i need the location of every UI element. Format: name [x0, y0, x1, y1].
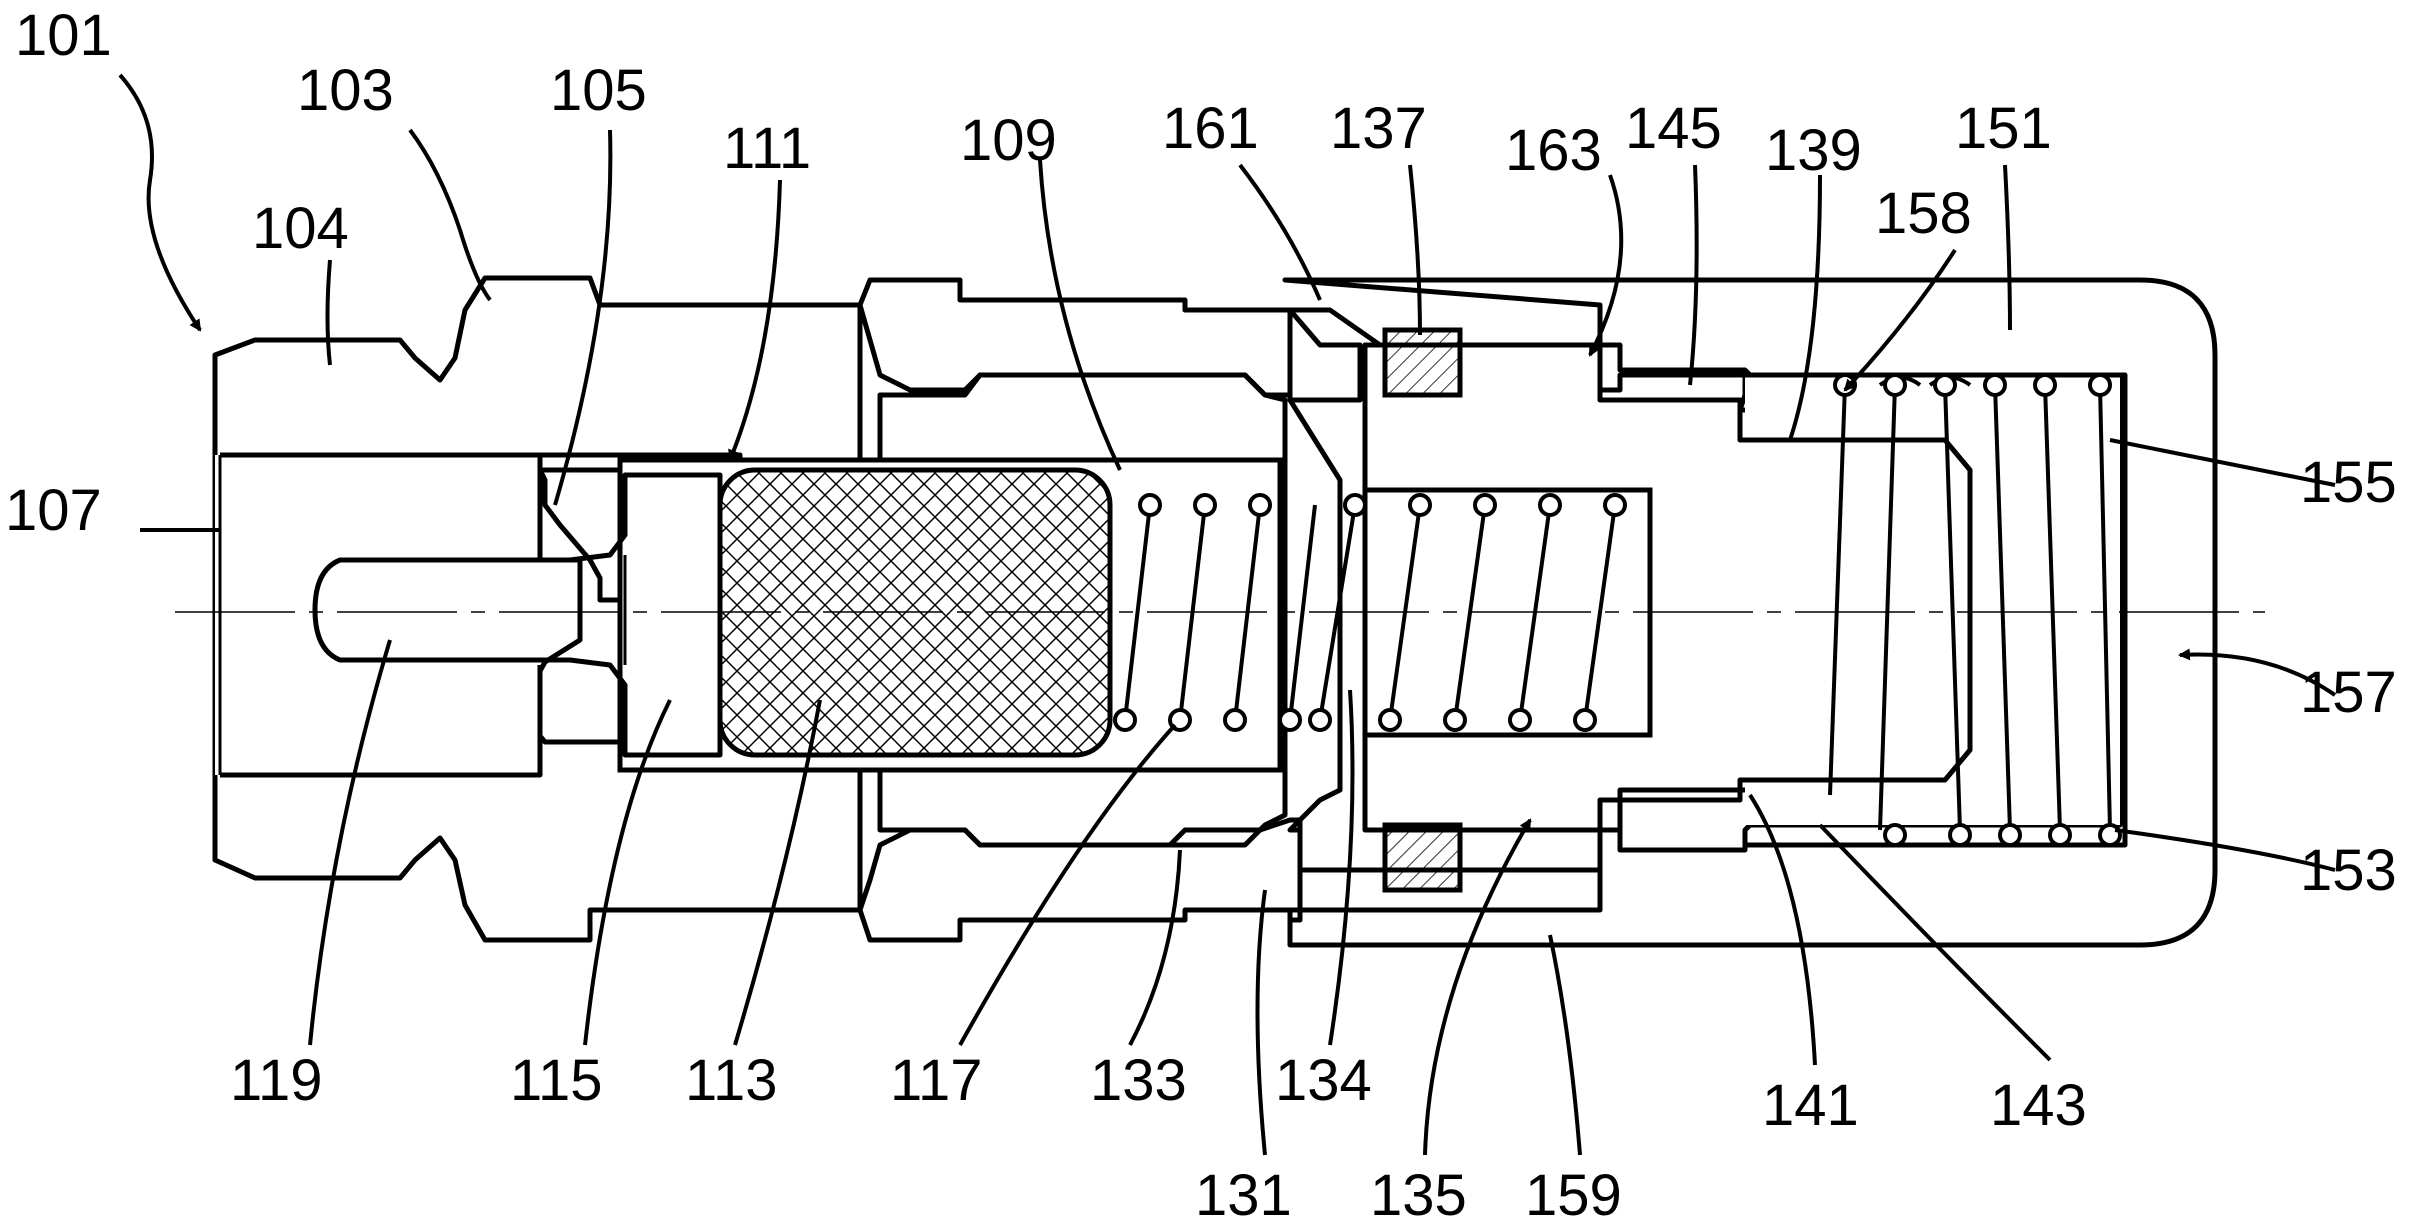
plunger-115	[312, 472, 723, 758]
label-143: 143	[1990, 1073, 2087, 1138]
seal-ring-135	[1382, 822, 1463, 893]
label-117: 117	[890, 1048, 982, 1113]
label-139: 139	[1765, 118, 1862, 183]
label-103: 103	[297, 58, 394, 123]
label-109: 109	[960, 108, 1057, 173]
label-105: 105	[550, 58, 647, 123]
label-163: 163	[1505, 118, 1602, 183]
spring-117	[1113, 493, 1317, 732]
label-101: 101	[15, 3, 112, 68]
label-157: 157	[2300, 660, 2397, 725]
label-131: 131	[1195, 1163, 1292, 1225]
label-104: 104	[252, 196, 349, 261]
label-111: 111	[723, 116, 811, 181]
label-134: 134	[1275, 1048, 1372, 1113]
label-159: 159	[1525, 1163, 1622, 1225]
label-107: 107	[5, 478, 102, 543]
reference-labels: 101 103 105 104 111 109 161 137 163 145 …	[5, 3, 2397, 1225]
label-119: 119	[230, 1048, 322, 1113]
label-135: 135	[1370, 1163, 1467, 1225]
label-145: 145	[1625, 96, 1722, 161]
label-161: 161	[1162, 96, 1259, 161]
seal-ring-137	[1382, 327, 1463, 398]
label-153: 153	[2300, 838, 2397, 903]
label-155: 155	[2300, 450, 2397, 515]
label-141: 141	[1762, 1073, 1859, 1138]
label-113: 113	[685, 1048, 777, 1113]
leader-lines	[118, 73, 2337, 1156]
left-housing-103	[212, 275, 863, 943]
label-151: 151	[1955, 96, 2052, 161]
label-137: 137	[1330, 96, 1427, 161]
spring-155	[1828, 373, 2122, 847]
label-115: 115	[510, 1048, 602, 1113]
label-133: 133	[1090, 1048, 1187, 1113]
label-158: 158	[1875, 181, 1972, 246]
